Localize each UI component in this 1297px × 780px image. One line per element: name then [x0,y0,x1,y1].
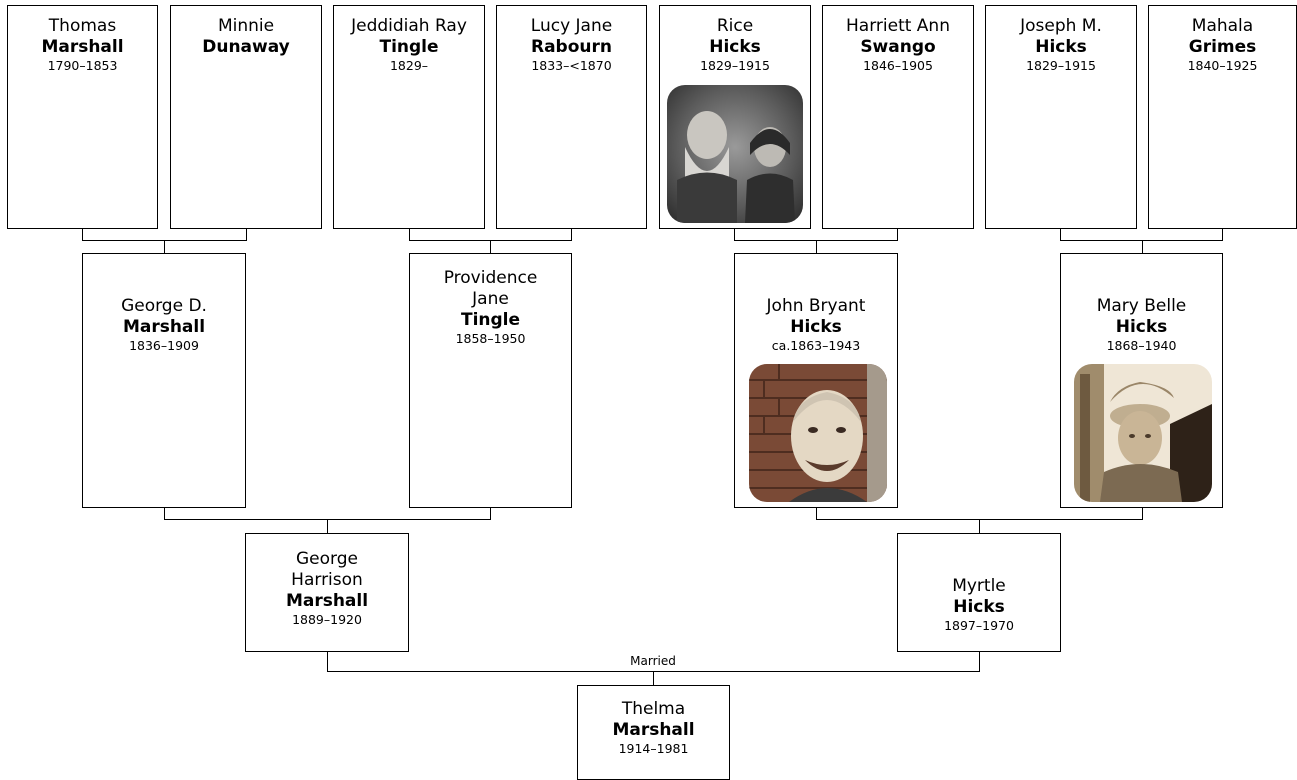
person-thomas-marshall[interactable]: Thomas Marshall 1790–1853 [7,5,158,229]
connector [816,508,817,519]
connector [409,229,410,240]
given-name: Joseph M. [1020,16,1102,36]
person-mary-belle-hicks[interactable]: Mary Belle Hicks 1868–1940 [1060,253,1223,508]
connector [164,508,165,519]
life-dates: 1836–1909 [129,338,199,353]
person-rice-hicks[interactable]: Rice Hicks 1829–1915 [659,5,811,229]
life-dates: 1829– [389,58,429,73]
life-dates: 1858–1950 [455,331,526,346]
connector [82,229,83,240]
surname: Rabourn [531,37,612,57]
life-dates: 1829–1915 [700,58,770,73]
person-george-d-marshall[interactable]: George D. Marshall 1836–1909 [82,253,246,508]
connector [327,652,328,672]
life-dates: 1889–1920 [292,612,362,627]
person-mahala-grimes[interactable]: Mahala Grimes 1840–1925 [1148,5,1297,229]
person-jeddidiah-tingle[interactable]: Jeddidiah Ray Tingle 1829– [333,5,485,229]
surname: Hicks [1115,317,1168,337]
surname: Hicks [790,317,842,337]
portrait-photo [1074,364,1212,502]
given-name: George D. [121,296,207,316]
person-thelma-marshall[interactable]: Thelma Marshall 1914–1981 [577,685,730,780]
surname: Marshall [612,720,695,740]
connector [490,508,491,519]
person-myrtle-hicks[interactable]: Myrtle Hicks 1897–1970 [897,533,1061,652]
given-name: Thelma [621,699,686,719]
life-dates: 1846–1905 [863,58,933,73]
portrait-photo [667,85,803,223]
surname: Dunaway [202,37,290,57]
surname: Marshall [41,37,124,57]
surname: Hicks [953,597,1005,617]
surname: Hicks [1035,37,1087,57]
connector [734,229,735,240]
connector [1142,240,1143,253]
life-dates: 1829–1915 [1026,58,1096,73]
connector [1060,229,1061,240]
given-name: Mary Belle [1096,296,1187,316]
given-name: George Harrison [291,549,363,590]
given-name: Harriett Ann [846,16,950,36]
person-providence-tingle[interactable]: Providence Jane Tingle 1858–1950 [409,253,572,508]
person-minnie-dunaway[interactable]: Minnie Dunaway [170,5,322,229]
surname: Swango [860,37,936,57]
connector [897,229,898,240]
given-name: Myrtle [952,576,1006,596]
connector [979,519,980,533]
surname: Marshall [122,317,206,337]
life-dates: 1790–1853 [47,58,118,73]
life-dates: 1833–<1870 [531,58,612,73]
connector [1060,240,1223,241]
surname: Tingle [460,310,521,330]
surname: Hicks [709,37,761,57]
connector [816,240,817,253]
surname: Tingle [379,37,439,57]
connector [490,240,491,253]
connector [164,240,165,253]
given-name: Jeddidiah Ray [351,16,467,36]
given-name: Lucy Jane [530,16,613,36]
connector [246,229,247,240]
life-dates: 1914–1981 [618,741,689,756]
connector [1222,229,1223,240]
portrait-photo [749,364,887,502]
connector [979,652,980,672]
surname: Grimes [1188,37,1257,57]
surname: Marshall [285,591,369,611]
person-joseph-hicks[interactable]: Joseph M. Hicks 1829–1915 [985,5,1137,229]
given-name: John Bryant [766,296,866,316]
life-dates: 1897–1970 [944,618,1014,633]
person-john-bryant-hicks[interactable]: John Bryant Hicks ca.1863–1943 [734,253,898,508]
person-harriett-swango[interactable]: Harriett Ann Swango 1846–1905 [822,5,974,229]
given-name: Minnie [217,16,275,36]
connector [327,519,328,533]
life-dates: 1868–1940 [1106,338,1177,353]
life-dates: ca.1863–1943 [771,338,861,353]
given-name: Rice [716,16,754,36]
given-name: Providence Jane [443,268,538,309]
given-name: Thomas [48,16,117,36]
connector [653,671,654,685]
connector [1142,508,1143,519]
given-name: Mahala [1191,16,1254,36]
married-label: Married [630,654,676,668]
person-lucy-rabourn[interactable]: Lucy Jane Rabourn 1833–<1870 [496,5,647,229]
person-george-harrison-marshall[interactable]: George Harrison Marshall 1889–1920 [245,533,409,652]
life-dates: 1840–1925 [1187,58,1258,73]
connector [571,229,572,240]
